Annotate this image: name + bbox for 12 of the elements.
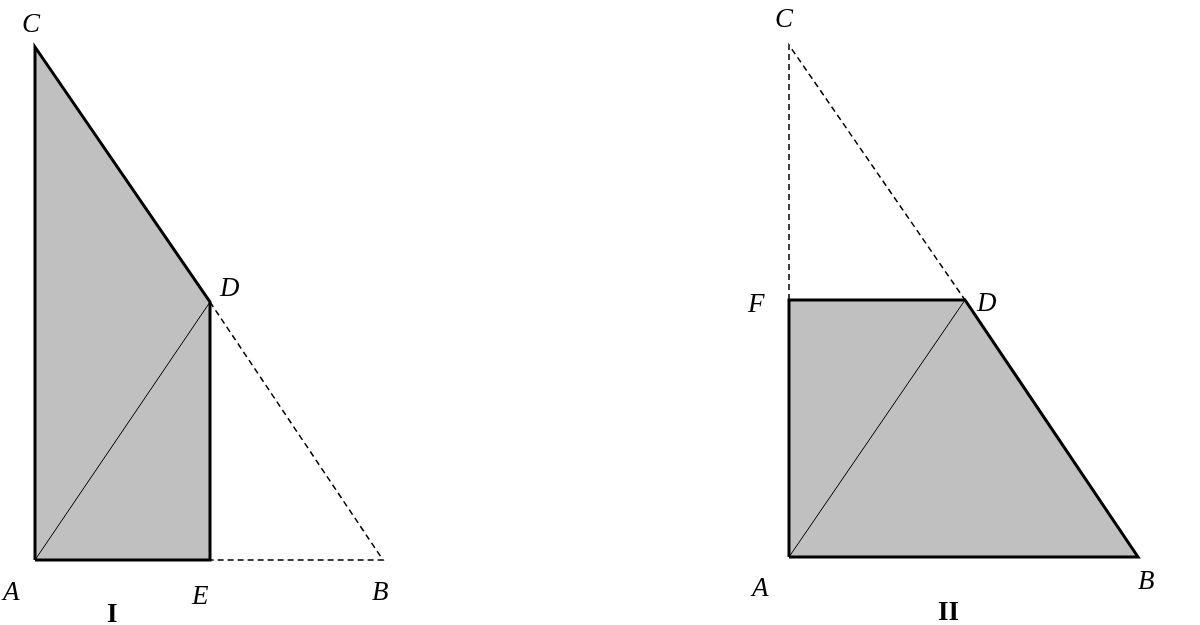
point-label: D [220, 274, 240, 301]
point-label: E [192, 582, 209, 609]
figure-label: I [107, 600, 118, 625]
point-label: A [752, 574, 769, 601]
figure-label: II [938, 598, 959, 625]
point-label: F [748, 290, 765, 317]
point-label: C [775, 5, 793, 32]
point-label: A [3, 578, 20, 605]
point-label: B [372, 578, 389, 605]
point-label: B [1138, 567, 1155, 594]
point-label: C [22, 10, 40, 37]
point-label: D [977, 289, 997, 316]
